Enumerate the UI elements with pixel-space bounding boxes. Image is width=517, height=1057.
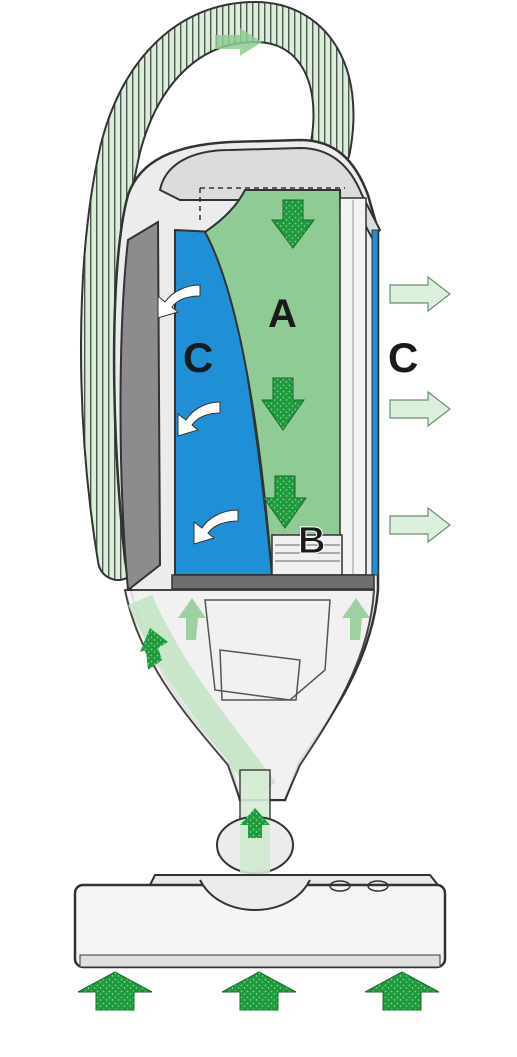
hose bbox=[80, 0, 355, 581]
label-b: B bbox=[298, 520, 325, 562]
filter-flow-arrows bbox=[157, 284, 239, 545]
power-head bbox=[73, 874, 447, 969]
handle-grip[interactable] bbox=[119, 220, 162, 592]
up-arrow-icon bbox=[77, 971, 153, 1011]
up-arrow-icon bbox=[178, 598, 206, 640]
control-knob-right[interactable] bbox=[367, 880, 389, 892]
motor-housing bbox=[123, 589, 376, 801]
right-arrow-icon bbox=[389, 390, 451, 428]
motor-flow-arrows bbox=[140, 598, 370, 838]
control-knob-left[interactable] bbox=[329, 880, 351, 892]
intake-arrows bbox=[77, 971, 440, 1011]
right-arrow-icon bbox=[389, 275, 451, 313]
up-arrow-icon bbox=[240, 808, 270, 838]
curved-arrow-icon bbox=[177, 401, 221, 437]
label-a: A bbox=[268, 292, 297, 336]
right-arrow-icon bbox=[389, 506, 451, 544]
exhaust-arrows bbox=[389, 275, 451, 544]
down-arrow-icon bbox=[261, 377, 305, 431]
up-arrow-icon bbox=[221, 971, 297, 1011]
down-arrow-icon bbox=[271, 199, 315, 249]
curved-arrow-icon bbox=[193, 509, 239, 545]
down-arrow-icon bbox=[263, 475, 307, 529]
dust-flow-arrows bbox=[261, 199, 315, 529]
motor-inlet-grille bbox=[271, 534, 343, 576]
up-arrow-icon bbox=[342, 598, 370, 640]
hose-top-arrow-icon bbox=[215, 28, 262, 56]
label-c-left: C bbox=[183, 334, 213, 381]
up-arrow-icon bbox=[140, 628, 168, 670]
curved-arrow-icon bbox=[157, 284, 201, 319]
up-arrow-icon bbox=[364, 971, 440, 1011]
chamber-floor bbox=[171, 574, 375, 590]
label-c-right: C bbox=[388, 334, 418, 381]
labels: A B C C bbox=[183, 292, 418, 563]
